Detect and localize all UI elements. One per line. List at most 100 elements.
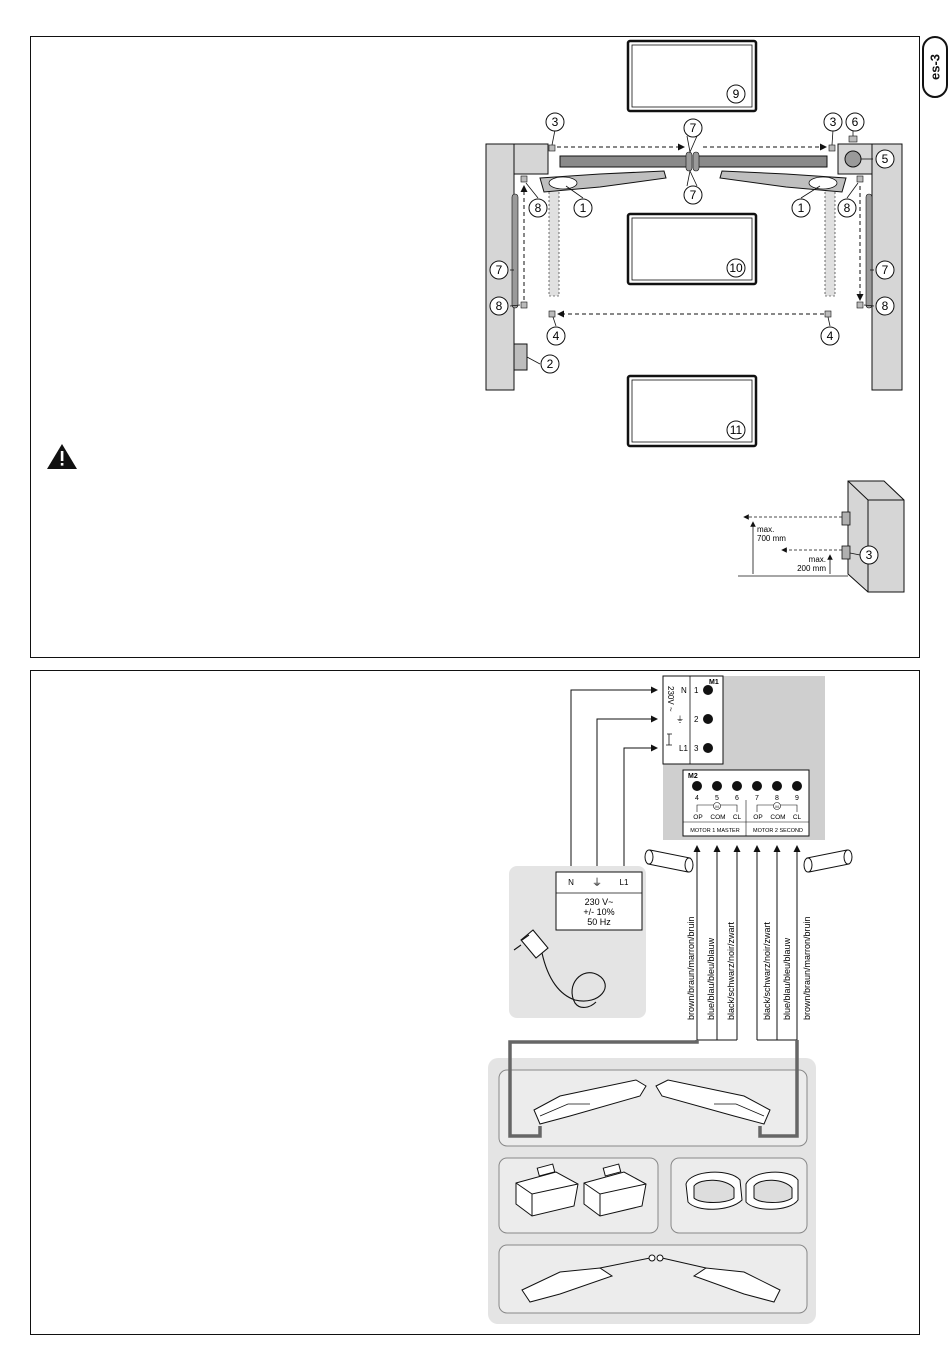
callout-7-left: 7: [496, 263, 503, 277]
motor-2-symbol-letter: M: [775, 804, 778, 809]
callout-5: 5: [882, 152, 889, 166]
m1-ground-label: ⏚: [676, 715, 684, 724]
m2-num-8: 8: [775, 795, 779, 802]
wire-label-black-1: black/schwarz/noir/zwart: [726, 921, 736, 1020]
max-upper-label: max.: [757, 525, 774, 534]
callout-2: 2: [547, 357, 554, 371]
m2-cl-1: CL: [733, 814, 742, 821]
wire-label-brown-1: brown/braun/marron/bruin: [686, 916, 696, 1020]
callout-9: 9: [733, 87, 740, 101]
m2-num-9: 9: [795, 795, 799, 802]
callout-8-right: 8: [882, 299, 889, 313]
right-pillar: [837, 135, 903, 391]
m2-num-6: 6: [735, 795, 739, 802]
callout-6: 6: [852, 115, 859, 129]
mains-box: N ⏚ L1 230 V~ +/- 10% 50 Hz: [555, 871, 643, 931]
m2-op-2: OP: [753, 814, 762, 821]
m2-terminal-4[interactable]: [692, 781, 702, 791]
mains-ground-label: ⏚: [592, 877, 602, 889]
mains-voltage: 230 V~: [585, 897, 614, 907]
arm-motor-right-icon: [655, 1079, 771, 1125]
power-plug-icon: [513, 929, 606, 1008]
m1-terminal-1-number: 1: [694, 686, 699, 695]
m2-terminal-7[interactable]: [752, 781, 762, 791]
callout-3-detail: 3: [866, 548, 873, 562]
underground-motor-icons: [515, 1163, 647, 1217]
installation-layout-panel: [30, 36, 920, 658]
warning-icon: [47, 444, 77, 469]
m1-terminal-2[interactable]: [703, 714, 713, 724]
callout-4-right: 4: [827, 329, 834, 343]
page-tab: es-3: [922, 36, 948, 98]
callout-7-mid: 7: [690, 188, 697, 202]
wire-label-blue-2: blue/blau/bleu/blauw: [782, 937, 792, 1020]
key-selector-2: [513, 343, 528, 371]
terminal-block-m2: M2 4 5 6 7 8 9 M M OP COM CL: [682, 769, 810, 837]
wire-label-brown-2: brown/braun/marron/bruin: [802, 916, 812, 1020]
max-lower-label: max.: [809, 555, 826, 564]
flashing-light-5: [844, 150, 862, 168]
m2-op-1: OP: [693, 814, 702, 821]
callout-3-right: 3: [830, 115, 837, 129]
m2-cl-2: CL: [793, 814, 802, 821]
terminal-block-m1: M1 230V ~ N ⏚ L1 1 2 3: [662, 675, 724, 765]
m2-num-7: 7: [755, 795, 759, 802]
height-detail: max. 700 mm max. 200 mm 3: [738, 480, 905, 593]
callout-8-top-right: 8: [844, 201, 851, 215]
m2-terminal-5[interactable]: [712, 781, 722, 791]
arm-motor-left-icon: [533, 1079, 647, 1125]
m2-com-2: COM: [770, 814, 785, 821]
motor-2-second-label: MOTOR 2 SECOND: [753, 828, 803, 834]
m2-terminal-6[interactable]: [732, 781, 742, 791]
motor-right: [719, 170, 847, 193]
callout-10: 10: [729, 261, 743, 275]
layout-diagram: 3 3 6 5 7 7 1 1 8 8 7 7 8 8 2 4 4 9 10 1…: [47, 39, 905, 593]
linear-motor-icons: [521, 1254, 781, 1303]
wire-label-black-2: black/schwarz/noir/zwart: [762, 921, 772, 1020]
mains-n-label: N: [568, 878, 574, 887]
cable-gland-left: [644, 849, 694, 873]
m1-n-label: N: [681, 686, 687, 695]
motor-1-symbol: [713, 802, 721, 810]
m1-terminal-2-number: 2: [694, 715, 699, 724]
motor-1-symbol-letter: M: [715, 804, 718, 809]
m2-label: M2: [688, 773, 698, 780]
m1-terminal-3-number: 3: [694, 744, 699, 753]
m1-terminal-1[interactable]: [703, 685, 713, 695]
m2-terminal-9[interactable]: [792, 781, 802, 791]
m2-com-1: COM: [710, 814, 725, 821]
callout-8-top-left: 8: [535, 201, 542, 215]
m2-num-4: 4: [695, 795, 699, 802]
motor-1-master-label: MOTOR 1 MASTER: [690, 828, 739, 834]
motor-left: [539, 170, 667, 193]
callout-7-top: 7: [690, 121, 697, 135]
screen-11: [626, 374, 758, 448]
mains-tolerance: +/- 10%: [583, 907, 614, 917]
max-upper-value: 700 mm: [757, 534, 786, 543]
callout-7-right: 7: [882, 263, 889, 277]
callout-11: 11: [730, 423, 743, 437]
callout-8-left: 8: [496, 299, 503, 313]
m2-terminal-8[interactable]: [772, 781, 782, 791]
callout-1-right: 1: [798, 201, 805, 215]
wiring-diagram: M1 230V ~ N ⏚ L1 1 2 3 M2: [488, 675, 853, 1324]
m2-terminals: [692, 781, 802, 791]
callout-4-left: 4: [553, 329, 560, 343]
motor-option-linear: [498, 1244, 808, 1314]
wire-label-blue-1: blue/blau/bleu/blauw: [706, 937, 716, 1020]
mains-frequency: 50 Hz: [587, 917, 611, 927]
m1-voltage-label: 230V ~: [666, 686, 675, 712]
max-lower-value: 200 mm: [797, 564, 826, 573]
motor-2-symbol: [773, 802, 781, 810]
antenna-6: [848, 135, 858, 143]
m1-l1-label: L1: [679, 744, 688, 753]
callout-3-left: 3: [552, 115, 559, 129]
m1-terminal-3[interactable]: [703, 743, 713, 753]
m1-label: M1: [709, 679, 719, 686]
motor-option-arm: [498, 1069, 808, 1147]
wiring-panel: [30, 670, 920, 1335]
callout-1-left: 1: [580, 201, 587, 215]
compact-motor-icons: [685, 1171, 799, 1210]
mains-l1-label: L1: [620, 878, 629, 887]
